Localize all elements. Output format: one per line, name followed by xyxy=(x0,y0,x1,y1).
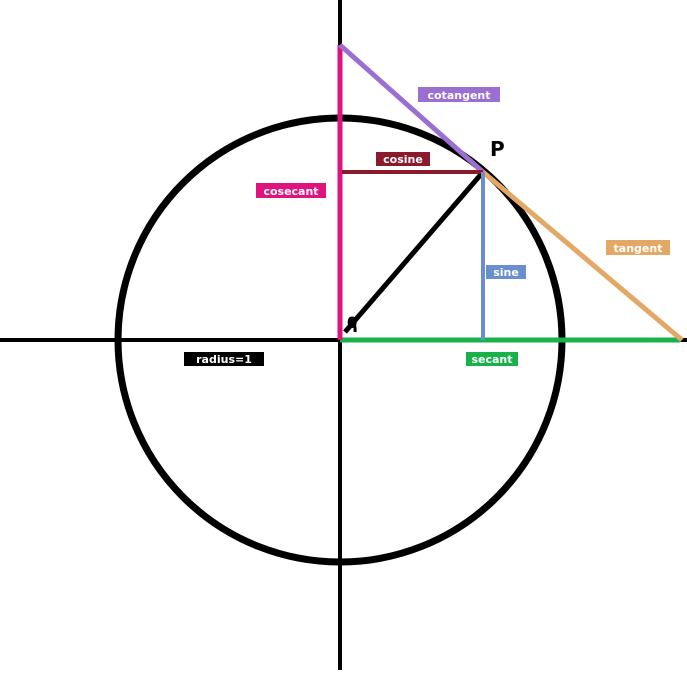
radius-label: radius=1 xyxy=(196,353,252,366)
cosine-label-bg xyxy=(376,152,430,166)
cosine-label: cosine xyxy=(383,153,423,166)
cotangent-label-bg xyxy=(418,87,500,102)
tangent-label-bg xyxy=(606,240,670,255)
cotangent-label: cotangent xyxy=(427,89,490,102)
cosecant-label: cosecant xyxy=(263,185,318,198)
cosecant-label-bg xyxy=(256,183,326,198)
sine-label-bg xyxy=(486,265,526,279)
radius-line xyxy=(343,170,485,334)
secant-label: secant xyxy=(471,353,512,366)
angle-arc xyxy=(348,316,357,333)
tangent-line xyxy=(481,170,684,342)
secant-label-bg xyxy=(466,352,518,366)
radius-label-bg xyxy=(184,352,264,366)
point-label: P xyxy=(490,137,505,161)
angle-label: θ xyxy=(347,314,357,332)
cotangent-line xyxy=(338,43,485,174)
tangent-label: tangent xyxy=(614,242,663,255)
sine-label: sine xyxy=(493,266,519,279)
